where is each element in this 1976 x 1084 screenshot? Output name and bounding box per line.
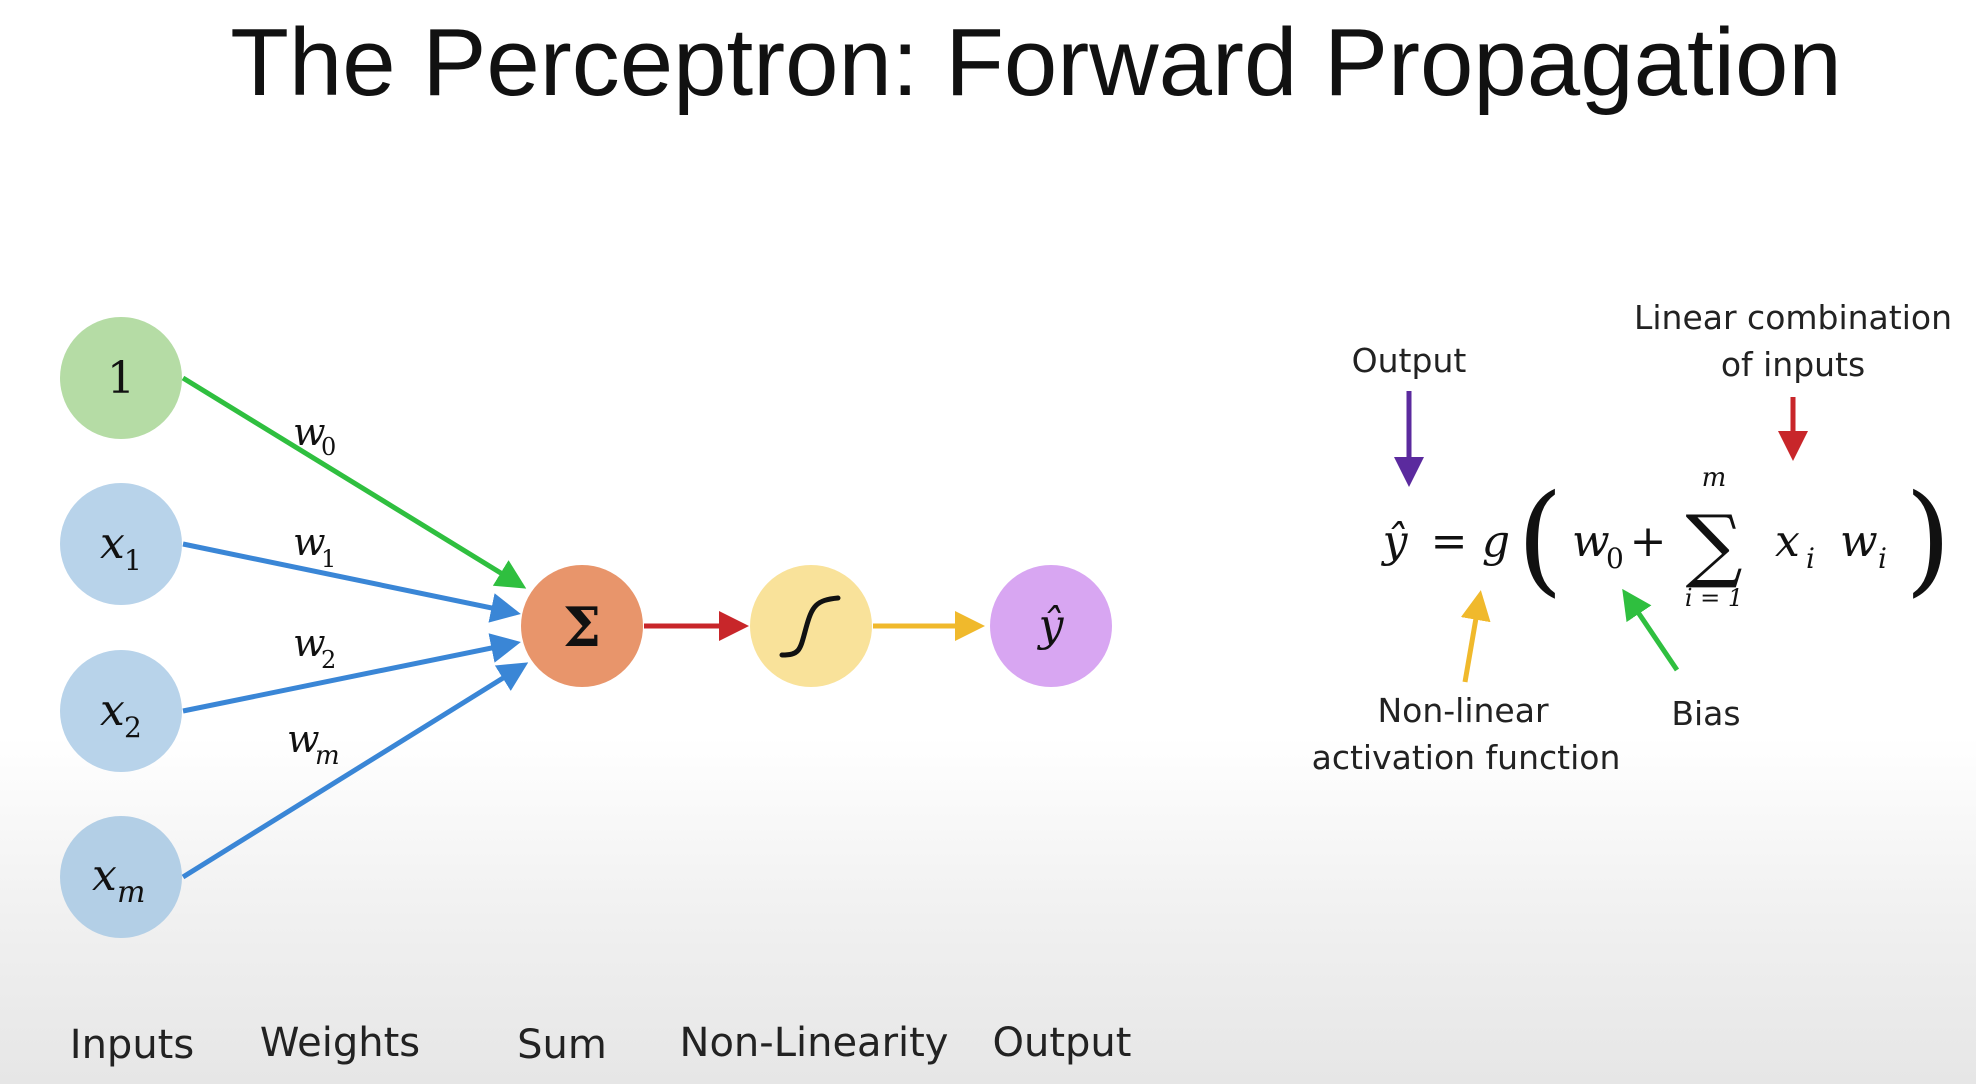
input-node-xm: x m (60, 816, 182, 938)
stage-label-inputs: Inputs (70, 1022, 194, 1068)
input-node-x1: x 1 (60, 483, 182, 605)
eq-w-sub: i (1878, 542, 1887, 575)
eq-sum-upper: m (1702, 463, 1727, 493)
eq-close-paren: ) (1905, 470, 1952, 609)
eq-open-paren: ( (1517, 470, 1564, 609)
bias-pointer-arrow (1622, 588, 1680, 672)
page-title: The Perceptron: Forward Propagation (230, 9, 1842, 116)
eq-g: g (1482, 516, 1510, 567)
svg-text:w: w (293, 520, 326, 564)
svg-text:2: 2 (321, 646, 336, 674)
input-edge-1 (182, 541, 521, 623)
svg-text:m: m (117, 875, 145, 910)
sigmoid-icon (779, 595, 841, 658)
eq-plus: + (1630, 516, 1667, 567)
eq-w0-sub: 0 (1606, 542, 1624, 575)
eq-w: w (1840, 516, 1878, 567)
annotation-linear-line2: of inputs (1721, 345, 1865, 384)
bias-edge (181, 375, 527, 589)
annotation-nonlinear-line1: Non-linear (1377, 691, 1548, 730)
svg-text:0: 0 (321, 433, 336, 461)
input-node-x2: x 2 (60, 650, 182, 772)
stage-label-weights: Weights (260, 1020, 420, 1066)
svg-text:x: x (100, 518, 125, 569)
equation: ŷ = g ( w 0 + ∑ m i = 1 x i w i ) (1381, 463, 1952, 612)
svg-text:2: 2 (124, 711, 142, 744)
annotation-linear-line1: Linear combination (1634, 298, 1952, 337)
svg-text:Σ: Σ (563, 595, 601, 659)
eq-sigma: ∑ (1685, 498, 1742, 591)
activation-pointer-arrow (1460, 590, 1491, 683)
svg-text:x: x (92, 850, 117, 901)
eq-yhat: ŷ (1381, 516, 1409, 567)
annotation-bias: Bias (1671, 694, 1740, 733)
eq-x: x (1775, 516, 1800, 567)
nonlinearity-node (750, 565, 872, 687)
weight-label-w0: w 0 (293, 410, 336, 461)
stage-label-output: Output (993, 1020, 1132, 1066)
input-edge-2 (182, 633, 521, 714)
annotation-output: Output (1352, 341, 1467, 380)
svg-text:w: w (293, 410, 326, 454)
input-edge-m (181, 662, 529, 880)
svg-text:1: 1 (124, 544, 142, 577)
svg-text:w: w (287, 717, 320, 761)
svg-text:w: w (293, 621, 326, 665)
stage-label-nonlinearity: Non-Linearity (680, 1020, 949, 1066)
sum-node: Σ (521, 565, 643, 687)
input-node-bias: 1 (60, 317, 182, 439)
annotation-nonlinear-line2: activation function (1312, 738, 1621, 777)
svg-text:1: 1 (321, 545, 336, 573)
stage-label-sum: Sum (517, 1022, 607, 1068)
weight-label-w1: w 1 (293, 520, 336, 573)
eq-x-sub: i (1806, 542, 1815, 575)
svg-text:ŷ: ŷ (1037, 600, 1065, 651)
eq-equals: = (1431, 516, 1468, 567)
svg-text:1: 1 (107, 353, 135, 404)
eq-w0: w (1572, 516, 1610, 567)
svg-text:m: m (315, 741, 340, 771)
weight-label-wm: w m (287, 717, 340, 771)
eq-sum-lower: i = 1 (1685, 584, 1743, 612)
weight-label-w2: w 2 (293, 621, 336, 674)
svg-text:x: x (100, 685, 125, 736)
output-node: ŷ (990, 565, 1112, 687)
